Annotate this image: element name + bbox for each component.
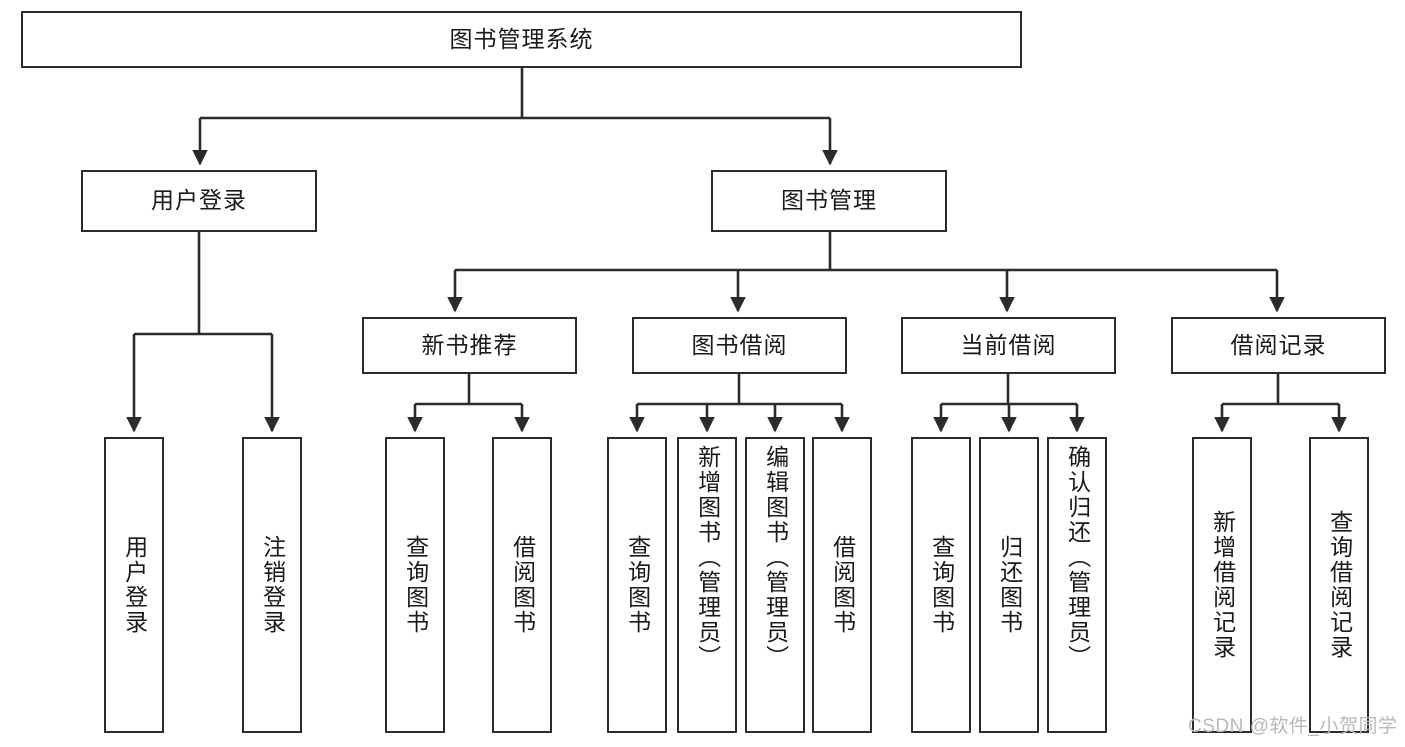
node-current-borrow[interactable]: 当前借阅: [901, 317, 1116, 374]
leaf-book-add-label: 新增图书（管理员）: [694, 445, 721, 670]
node-user-login[interactable]: 用户登录: [81, 170, 317, 232]
leaf-new-book-query[interactable]: 查询图书: [385, 437, 445, 733]
leaf-add-borrow-record-label: 新增借阅记录: [1209, 510, 1236, 660]
leaf-book-add[interactable]: 新增图书（管理员）: [677, 437, 737, 733]
node-user-login-label: 用户登录: [151, 187, 247, 214]
node-book-borrow-label: 图书借阅: [691, 331, 788, 358]
node-new-book-recommend[interactable]: 新书推荐: [362, 317, 577, 374]
node-book-manage-label: 图书管理: [781, 187, 877, 214]
watermark: CSDN @软件_小贺同学: [1188, 716, 1398, 737]
leaf-query-borrow-record[interactable]: 查询借阅记录: [1309, 437, 1369, 733]
node-borrow-record-label: 借阅记录: [1230, 331, 1327, 358]
node-root-label: 图书管理系统: [449, 25, 594, 52]
node-current-borrow-label: 当前借阅: [960, 331, 1057, 358]
leaf-return-book-label: 归还图书: [996, 535, 1023, 635]
leaf-new-book-borrow-label: 借阅图书: [509, 535, 536, 635]
leaf-book-borrow-query[interactable]: 查询图书: [607, 437, 667, 733]
leaf-current-query[interactable]: 查询图书: [911, 437, 971, 733]
leaf-book-edit-label: 编辑图书（管理员）: [762, 445, 789, 670]
node-new-book-recommend-label: 新书推荐: [421, 331, 518, 358]
leaf-current-query-label: 查询图书: [928, 535, 955, 635]
leaf-new-book-query-label: 查询图书: [402, 535, 429, 635]
leaf-user-login[interactable]: 用户登录: [104, 437, 164, 733]
leaf-confirm-return[interactable]: 确认归还（管理员）: [1047, 437, 1107, 733]
leaf-return-book[interactable]: 归还图书: [979, 437, 1039, 733]
leaf-new-book-borrow[interactable]: 借阅图书: [492, 437, 552, 733]
leaf-confirm-return-label: 确认归还（管理员）: [1064, 445, 1091, 670]
leaf-add-borrow-record[interactable]: 新增借阅记录: [1192, 437, 1252, 733]
node-book-manage[interactable]: 图书管理: [711, 170, 947, 232]
node-borrow-record[interactable]: 借阅记录: [1171, 317, 1386, 374]
leaf-book-borrow-action-label: 借阅图书: [829, 535, 856, 635]
leaf-user-logout-label: 注销登录: [259, 535, 286, 635]
leaf-query-borrow-record-label: 查询借阅记录: [1326, 510, 1353, 660]
node-book-borrow[interactable]: 图书借阅: [632, 317, 847, 374]
leaf-book-borrow-action[interactable]: 借阅图书: [812, 437, 872, 733]
node-root[interactable]: 图书管理系统: [21, 11, 1022, 68]
leaf-user-logout[interactable]: 注销登录: [242, 437, 302, 733]
leaf-book-edit[interactable]: 编辑图书（管理员）: [745, 437, 805, 733]
leaf-user-login-label: 用户登录: [121, 535, 148, 635]
leaf-book-borrow-query-label: 查询图书: [624, 535, 651, 635]
